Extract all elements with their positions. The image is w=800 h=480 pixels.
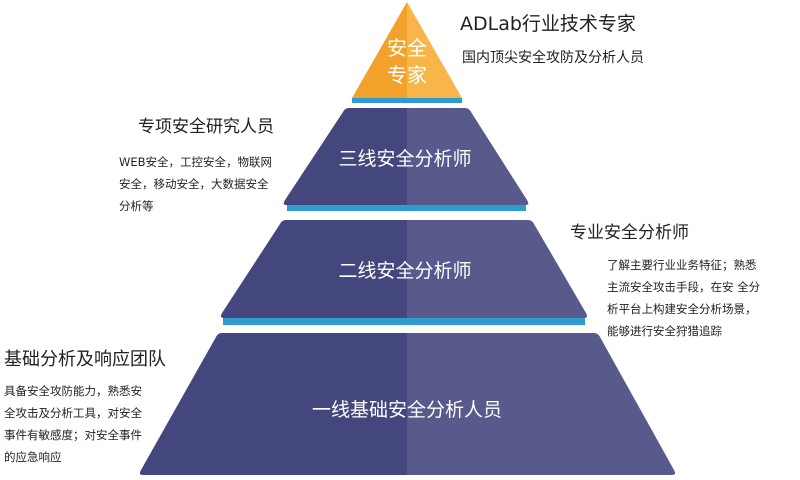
annotation-research-line: WEB安全，工控安全，物联网 — [119, 155, 273, 169]
level2-left-face — [220, 220, 407, 318]
top-tier-left-face — [352, 2, 407, 98]
pyramid-top-tier: 安全 专家 — [352, 2, 462, 103]
pyramid-level-3: 三线安全分析师 — [283, 108, 529, 211]
annotation-research: 专项安全研究人员 — [138, 116, 274, 138]
annotation-basic-line: 事件有敏感度；对安全事件 — [4, 428, 142, 442]
level3-edge — [287, 205, 526, 211]
top-tier-right-face — [407, 2, 462, 98]
annotation-industry-line: 析平台上构建安全分析场景， — [607, 302, 757, 316]
level2-edge — [223, 318, 585, 325]
annotation-basic-line: 全攻击及分析工具，对安全 — [4, 406, 142, 420]
annotation-research-title: 专项安全研究人员 — [138, 117, 274, 137]
annotation-industry-line: 能够进行安全狩猎追踪 — [607, 324, 722, 338]
level3-right-face — [407, 108, 529, 205]
annotation-basic-desc: 具备安全攻防能力，熟悉安 全攻击及分析工具，对安全 事件有敏感度；对安全事件 的… — [4, 380, 174, 468]
level3-label: 三线安全分析师 — [338, 148, 471, 170]
annotation-industry-line: 了解主要行业业务特征；熟悉 — [607, 258, 757, 272]
level3-left-face — [283, 108, 407, 205]
level1-right-face — [407, 333, 676, 475]
level2-label: 二线安全分析师 — [338, 260, 471, 282]
pyramid-level-1: 一线基础安全分析人员 — [139, 333, 676, 475]
pyramid-level-2: 二线安全分析师 — [220, 220, 588, 325]
top-tier-line2: 专家 — [387, 63, 427, 87]
annotation-industry-title: 专业安全分析师 — [570, 223, 689, 243]
annotation-expert-desc: 国内顶尖安全攻防及分析人员 — [462, 50, 644, 66]
annotation-research-line: 安全，移动安全，大数据安全 — [119, 177, 269, 191]
annotation-basic-line: 具备安全攻防能力，熟悉安 — [4, 384, 142, 398]
annotation-industry-line: 主流安全攻击手段，在安 全分 — [607, 280, 761, 294]
annotation-industry-desc: 了解主要行业业务特征；熟悉 主流安全攻击手段，在安 全分 析平台上构建安全分析场… — [607, 254, 792, 342]
level1-left-face — [139, 333, 407, 475]
annotation-expert-title: ADLab行业技术专家 — [460, 13, 636, 35]
top-tier-edge — [352, 98, 462, 103]
annotation-basic-line: 的应急响应 — [4, 450, 62, 464]
annotation-industry: 专业安全分析师 — [570, 222, 689, 244]
annotation-research-line: 分析等 — [119, 199, 154, 213]
annotation-research-desc: WEB安全，工控安全，物联网 安全，移动安全，大数据安全 分析等 — [119, 151, 294, 217]
annotation-expert: ADLab行业技术专家 国内顶尖安全攻防及分析人员 — [460, 12, 644, 68]
annotation-basic-title: 基础分析及响应团队 — [4, 349, 166, 370]
annotation-basic: 基础分析及响应团队 — [4, 349, 166, 371]
top-tier-line1: 安全 — [387, 36, 427, 60]
level2-right-face — [407, 220, 588, 318]
level1-label: 一线基础安全分析人员 — [312, 399, 502, 421]
